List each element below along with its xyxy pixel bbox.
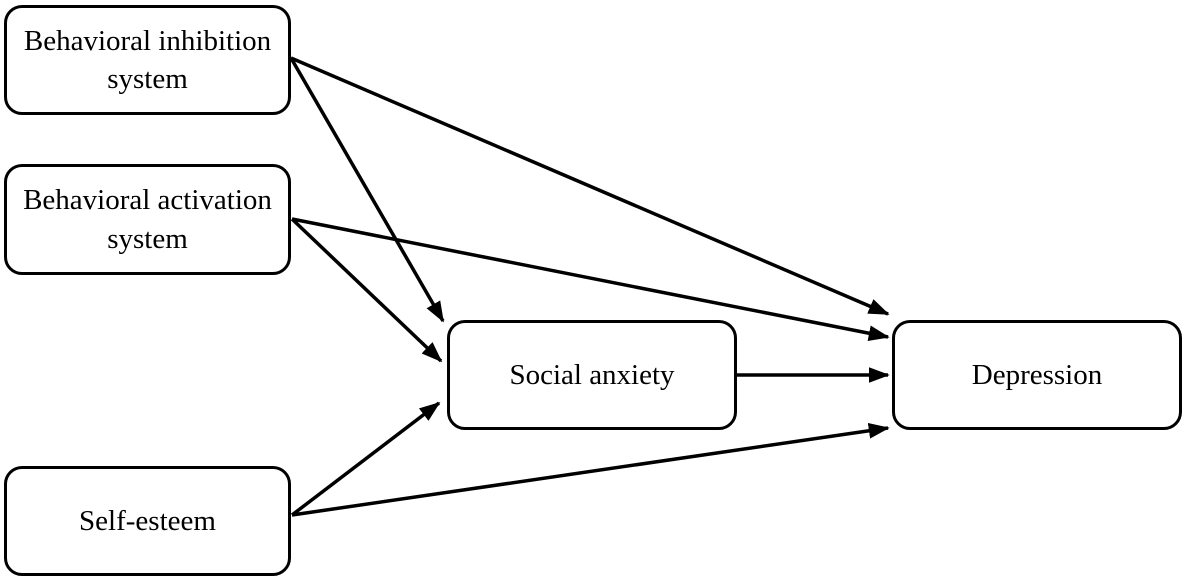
node-label: Behavioral inhibition system	[23, 24, 272, 95]
node-label: Social anxiety	[509, 358, 675, 391]
node-label: Depression	[971, 358, 1103, 391]
node-behavioral-activation-system: Behavioral activation system	[4, 164, 291, 275]
node-depression: Depression	[892, 320, 1182, 430]
node-label: Behavioral activation system	[23, 184, 272, 255]
node-self-esteem: Self-esteem	[4, 466, 291, 576]
node-behavioral-inhibition-system: Behavioral inhibition system	[4, 5, 291, 115]
arrow-se-to-dep	[291, 422, 890, 517]
arrow-bis-to-dep	[290, 56, 890, 316]
arrow-bis-to-sa	[289, 57, 445, 323]
arrow-se-to-sa	[290, 401, 441, 517]
node-social-anxiety: Social anxiety	[447, 320, 737, 430]
node-label: Self-esteem	[79, 504, 216, 537]
arrow-bas-to-sa	[290, 217, 443, 363]
